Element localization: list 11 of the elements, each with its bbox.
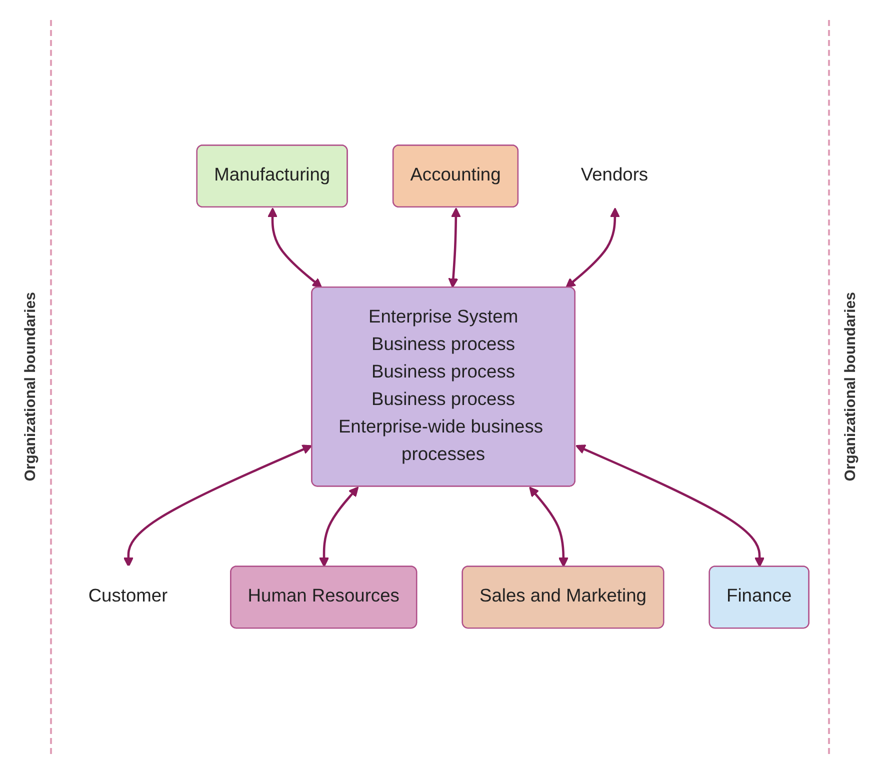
arrow xyxy=(566,208,620,288)
arrow xyxy=(529,487,568,568)
boundary-label: Organizational boundaries xyxy=(842,292,858,482)
arrow xyxy=(123,445,312,568)
arrow xyxy=(267,208,322,288)
node-text: Customer xyxy=(88,587,168,607)
arrow xyxy=(319,487,359,568)
arrow xyxy=(575,444,765,568)
boundary-label: Organizational boundaries xyxy=(22,292,38,482)
node-text: Vendors xyxy=(580,166,648,186)
arrow xyxy=(448,208,461,288)
